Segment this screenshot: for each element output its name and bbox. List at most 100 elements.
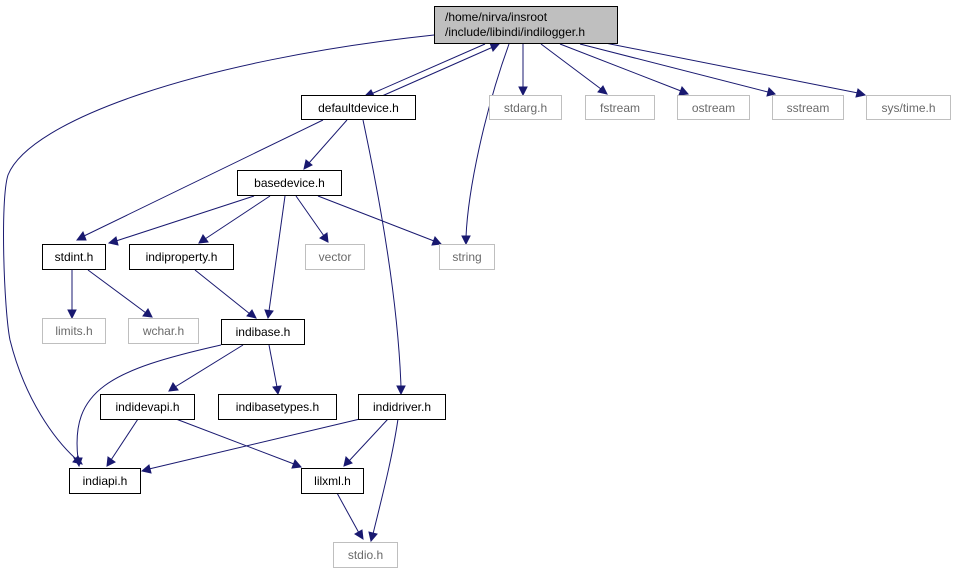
edge-indibase-indiapi — [76, 344, 222, 460]
node-ostream: ostream — [677, 95, 750, 120]
arrowhead-root-ostream — [678, 86, 689, 96]
node-defaultdevice[interactable]: defaultdevice.h — [301, 95, 416, 120]
arrowhead-indidriver-lilxml — [343, 456, 353, 467]
edge-indibase-indibasetypes — [268, 344, 278, 388]
node-indibasetypes[interactable]: indibasetypes.h — [218, 394, 337, 420]
edge-root-indiapi — [3, 34, 435, 460]
edge-indidevapi-indiapi — [110, 418, 139, 461]
arrowhead-root-stdarg — [518, 86, 528, 97]
edge-defaultdevice-root — [381, 46, 494, 97]
edge-root-ostream — [559, 43, 682, 92]
node-label-stdio: stdio.h — [348, 548, 383, 562]
node-fstream: fstream — [585, 95, 655, 120]
arrowhead-root-systime — [855, 88, 867, 98]
arrowhead-defaultdevice-indidriver — [396, 385, 406, 396]
node-sstream: sstream — [772, 95, 844, 120]
arrowhead-indidriver-stdio — [368, 531, 378, 543]
arrowhead-root-sstream — [766, 87, 776, 97]
edges — [3, 34, 867, 543]
edge-root-defaultdevice — [370, 43, 486, 95]
edge-root-systime — [599, 41, 859, 94]
node-indiapi[interactable]: indiapi.h — [69, 468, 141, 494]
arrowhead-basedevice-indibase — [264, 309, 274, 320]
node-label-systime: sys/time.h — [881, 101, 935, 115]
node-label-indidriver: indidriver.h — [373, 400, 431, 414]
node-label-wchar: wchar.h — [142, 324, 184, 338]
arrowhead-lilxml-stdio — [354, 529, 364, 540]
node-label-indidevapi: indidevapi.h — [115, 400, 179, 414]
node-root-indilogger[interactable]: /home/nirva/insroot /include/libindi/ind… — [434, 6, 618, 44]
edge-root-string — [465, 43, 510, 238]
node-indidriver[interactable]: indidriver.h — [358, 394, 446, 420]
edge-basedevice-vector — [295, 195, 325, 237]
node-label-defaultdevice: defaultdevice.h — [318, 101, 399, 115]
node-label-indiproperty: indiproperty.h — [146, 250, 218, 264]
arrowhead-stdint-limits — [67, 309, 77, 320]
arrowhead-basedevice-string — [431, 236, 442, 246]
node-stdint[interactable]: stdint.h — [42, 244, 106, 270]
edge-indidriver-lilxml — [348, 418, 389, 462]
edge-basedevice-indiproperty — [204, 195, 271, 240]
root-label-line1: /home/nirva/insroot — [445, 10, 548, 24]
node-label-ostream: ostream — [692, 101, 735, 115]
arrowhead-defaultdevice-root — [489, 42, 500, 52]
arrowhead-basedevice-indiproperty — [198, 234, 209, 244]
edge-root-sstream — [579, 43, 769, 93]
node-wchar: wchar.h — [128, 318, 199, 344]
arrowhead-indiproperty-indibase — [246, 309, 257, 319]
node-indidevapi[interactable]: indidevapi.h — [100, 394, 195, 420]
node-label-indibasetypes: indibasetypes.h — [236, 400, 319, 414]
arrowhead-indidevapi-indiapi — [106, 456, 116, 467]
arrowhead-indidevapi-lilxml — [291, 459, 302, 469]
node-lilxml[interactable]: lilxml.h — [301, 468, 364, 494]
edge-defaultdevice-stdint — [83, 119, 324, 237]
edge-indiproperty-indibase — [194, 269, 251, 315]
node-label-indibase: indibase.h — [236, 325, 291, 339]
arrowhead-root-fstream — [597, 85, 608, 95]
edge-indidevapi-lilxml — [175, 418, 295, 465]
node-limits: limits.h — [42, 318, 106, 344]
node-vector: vector — [305, 244, 365, 270]
node-label-fstream: fstream — [600, 101, 640, 115]
node-label-limits: limits.h — [55, 324, 92, 338]
node-label-lilxml: lilxml.h — [314, 474, 351, 488]
arrowhead-defaultdevice-basedevice — [303, 159, 313, 170]
node-label-string: string — [452, 250, 481, 264]
edge-defaultdevice-basedevice — [308, 119, 348, 164]
arrowhead-indibase-indidevapi — [168, 382, 179, 392]
node-string: string — [439, 244, 495, 270]
edge-indidriver-stdio — [372, 418, 399, 535]
edge-indibase-indidevapi — [174, 344, 244, 388]
edge-indidriver-indiapi — [148, 418, 361, 470]
edge-stdint-wchar — [87, 269, 147, 314]
arrowhead-defaultdevice-stdint — [76, 230, 87, 241]
node-stdio: stdio.h — [333, 542, 398, 568]
root-label-line2: /include/libindi/indilogger.h — [445, 25, 585, 39]
edge-basedevice-indibase — [268, 195, 286, 312]
arrowhead-basedevice-stdint — [107, 236, 119, 246]
node-systime: sys/time.h — [866, 95, 951, 120]
edge-defaultdevice-indidriver — [362, 119, 402, 388]
node-label-vector: vector — [319, 250, 352, 264]
node-indibase[interactable]: indibase.h — [221, 319, 305, 345]
node-label-stdarg: stdarg.h — [504, 101, 547, 115]
arrowhead-stdint-wchar — [142, 308, 153, 318]
arrowhead-indibase-indiapi — [73, 457, 83, 468]
edge-lilxml-stdio — [336, 492, 360, 534]
arrowhead-basedevice-vector — [319, 232, 329, 243]
node-indiproperty[interactable]: indiproperty.h — [129, 244, 234, 270]
edge-basedevice-stdint — [115, 195, 255, 242]
edge-root-fstream — [540, 43, 602, 90]
edge-basedevice-string — [317, 195, 435, 242]
node-label-stdint: stdint.h — [55, 250, 94, 264]
node-basedevice[interactable]: basedevice.h — [237, 170, 342, 196]
arrowhead-root-string — [461, 235, 471, 246]
node-stdarg: stdarg.h — [489, 95, 562, 120]
node-label-sstream: sstream — [787, 101, 830, 115]
arrowhead-indibase-indibasetypes — [272, 385, 282, 396]
node-label-basedevice: basedevice.h — [254, 176, 325, 190]
arrowhead-indidriver-indiapi — [140, 464, 152, 474]
node-label-indiapi: indiapi.h — [83, 474, 128, 488]
nodes: /home/nirva/insroot /include/libindi/ind… — [42, 6, 951, 568]
